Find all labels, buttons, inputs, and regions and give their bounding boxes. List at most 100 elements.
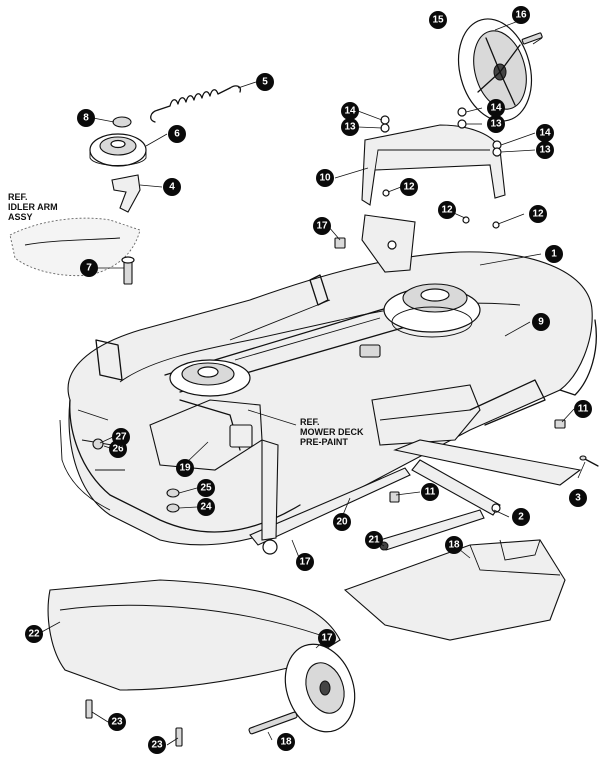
svg-text:14: 14 xyxy=(539,128,551,139)
callout-15: 15 xyxy=(429,11,447,29)
svg-text:11: 11 xyxy=(425,487,436,498)
svg-text:PRE-PAINT: PRE-PAINT xyxy=(300,437,348,447)
shield-bolt-2 xyxy=(175,727,183,747)
svg-text:21: 21 xyxy=(368,535,380,546)
callout-5: 5 xyxy=(256,73,274,91)
support-rail xyxy=(393,439,582,486)
guard-hardware xyxy=(380,107,502,229)
svg-text:14: 14 xyxy=(344,106,356,117)
wheel-bolt xyxy=(521,32,543,45)
callout-20: 20 xyxy=(333,513,351,531)
svg-text:25: 25 xyxy=(200,483,212,494)
svg-text:18: 18 xyxy=(280,737,292,748)
svg-text:17: 17 xyxy=(321,633,333,644)
callout-22: 22 xyxy=(25,625,43,643)
callout-9: 9 xyxy=(532,313,550,331)
svg-text:19: 19 xyxy=(179,463,191,474)
leader-lines xyxy=(37,19,586,746)
svg-text:MOWER DECK: MOWER DECK xyxy=(300,427,364,437)
discharge-chute xyxy=(343,539,566,641)
svg-text:27: 27 xyxy=(115,432,127,443)
svg-text:14: 14 xyxy=(490,103,502,114)
svg-text:6: 6 xyxy=(174,129,180,140)
mower-deck-housing xyxy=(59,251,597,546)
svg-text:17: 17 xyxy=(299,557,311,568)
lift-link xyxy=(379,509,485,551)
svg-text:18: 18 xyxy=(448,540,460,551)
svg-text:1: 1 xyxy=(551,249,557,260)
callout-17-a: 17 xyxy=(313,217,331,235)
svg-text:7: 7 xyxy=(86,263,92,274)
svg-text:IDLER ARM: IDLER ARM xyxy=(8,202,58,212)
svg-text:5: 5 xyxy=(262,77,268,88)
pin-small xyxy=(554,419,566,429)
pin xyxy=(579,455,599,467)
svg-text:17: 17 xyxy=(316,221,328,232)
front-baffle-shield xyxy=(47,579,341,691)
svg-text:13: 13 xyxy=(344,122,356,133)
svg-text:REF.: REF. xyxy=(300,417,320,427)
idler-pulley xyxy=(89,133,147,167)
svg-text:23: 23 xyxy=(151,740,163,751)
svg-text:12: 12 xyxy=(403,182,415,193)
svg-text:8: 8 xyxy=(83,113,89,124)
callout-1: 1 xyxy=(545,245,563,263)
callout-21: 21 xyxy=(365,531,383,549)
callout-7: 7 xyxy=(80,259,98,277)
callout-12-c: 12 xyxy=(529,205,547,223)
callout-13-a: 13 xyxy=(341,118,359,136)
callout-12-a: 12 xyxy=(400,178,418,196)
hanger-nut-bolt xyxy=(92,438,104,450)
ref-idler-arm-label: REF. IDLER ARM ASSY xyxy=(8,192,58,222)
svg-text:15: 15 xyxy=(432,15,444,26)
callout-14-b: 14 xyxy=(487,99,505,117)
front-hanger-bolt xyxy=(389,491,400,503)
wheel-axle-bolt xyxy=(248,711,298,735)
nut xyxy=(166,503,180,513)
callout-23-a: 23 xyxy=(108,713,126,731)
svg-text:11: 11 xyxy=(578,404,589,415)
idler-arm xyxy=(111,174,141,213)
front-hanger xyxy=(149,399,263,471)
callout-25: 25 xyxy=(197,479,215,497)
callout-2: 2 xyxy=(512,508,530,526)
callout-11-a: 11 xyxy=(574,400,592,418)
lift-rod xyxy=(249,467,411,546)
callout-6: 6 xyxy=(168,125,186,143)
bracket-bolt xyxy=(334,237,346,249)
callout-8: 8 xyxy=(77,109,95,127)
callout-19: 19 xyxy=(176,459,194,477)
pulley-spacer xyxy=(112,116,132,128)
idler-bolt xyxy=(121,256,135,285)
callout-23-b: 23 xyxy=(148,736,166,754)
callout-14-c: 14 xyxy=(536,124,554,142)
callout-14-a: 14 xyxy=(341,102,359,120)
callout-18-a: 18 xyxy=(445,536,463,554)
svg-text:3: 3 xyxy=(575,493,581,504)
deflector-wheel xyxy=(458,18,532,122)
svg-text:20: 20 xyxy=(336,517,348,528)
callout-12-b: 12 xyxy=(438,201,456,219)
hanger-link xyxy=(411,459,501,516)
gauge-wheel xyxy=(284,643,356,733)
idler-arm-assembly-reference xyxy=(9,217,141,277)
callout-13-b: 13 xyxy=(487,115,505,133)
svg-text:12: 12 xyxy=(532,209,544,220)
callout-16: 16 xyxy=(512,6,530,24)
callout-18-b: 18 xyxy=(277,733,295,751)
callout-13-c: 13 xyxy=(536,141,554,159)
svg-text:26: 26 xyxy=(112,444,124,455)
svg-text:9: 9 xyxy=(538,317,544,328)
callout-17-c: 17 xyxy=(318,629,336,647)
svg-text:ASSY: ASSY xyxy=(8,212,33,222)
svg-text:22: 22 xyxy=(28,629,40,640)
callout-10: 10 xyxy=(316,169,334,187)
svg-text:24: 24 xyxy=(200,502,212,513)
svg-text:12: 12 xyxy=(441,205,453,216)
callout-17-b: 17 xyxy=(296,553,314,571)
svg-text:REF.: REF. xyxy=(8,192,28,202)
washer xyxy=(166,488,180,498)
front-hanger-arm xyxy=(261,439,279,555)
ref-mower-deck-label: REF. MOWER DECK PRE-PAINT xyxy=(300,417,364,447)
